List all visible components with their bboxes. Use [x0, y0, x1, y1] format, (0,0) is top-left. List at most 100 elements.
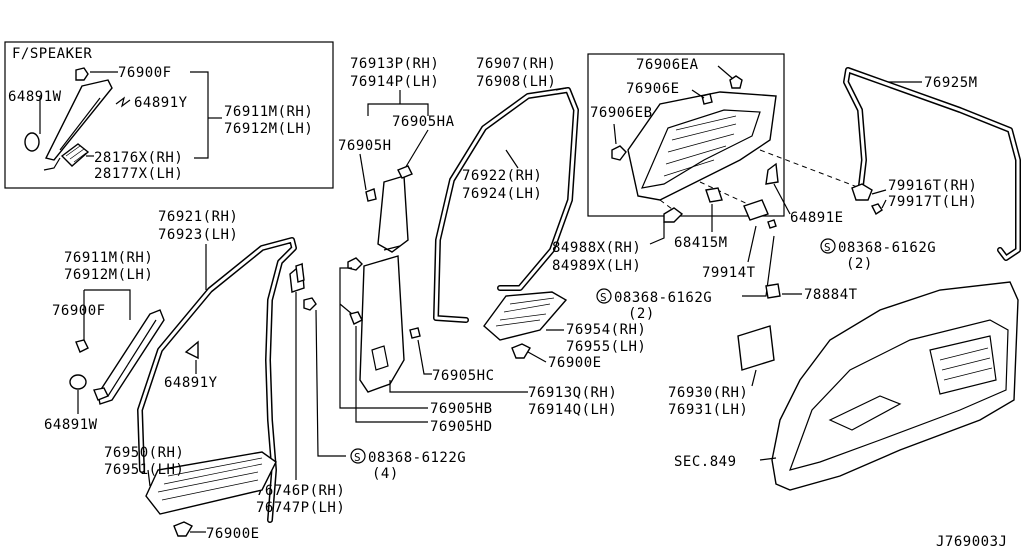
- screw-08368-6122G: [303, 297, 317, 311]
- label-76905HD: 76905HD: [430, 419, 493, 435]
- clip-76900E-front: [173, 521, 193, 537]
- label-79916T: 79916T(RH): [888, 178, 977, 194]
- label-76905HC: 76905HC: [432, 368, 495, 384]
- kick-plate-bracket-group: S 08368-6122G (4) 76746P(RH) 76747P(LH): [256, 262, 466, 516]
- label-76923: 76923(LH): [158, 227, 238, 243]
- label-08368-6162G-a: 08368-6162G: [838, 240, 936, 256]
- label-76922: 76922(RH): [462, 168, 542, 184]
- label-76747P: 76747P(LH): [256, 500, 345, 516]
- label-76954: 76954(RH): [566, 322, 646, 338]
- label-64891Y-inset: 64891Y: [134, 95, 188, 111]
- label-76905HA: 76905HA: [392, 114, 455, 130]
- clip-76905HB: [347, 257, 363, 271]
- label-08368-6122G: 08368-6122G: [368, 450, 466, 466]
- front-sill-group: 76950(RH) 76951(LH) 76900E: [104, 445, 277, 542]
- clip-76900F-front: [75, 339, 89, 353]
- inset-cap-64891W: [24, 132, 40, 152]
- cap-64891W-front: [69, 374, 87, 390]
- clip-76905HA: [397, 165, 413, 179]
- label-76906EA: 76906EA: [636, 57, 699, 73]
- label-76907: 76907(RH): [476, 56, 556, 72]
- pad-78884T: [765, 283, 781, 299]
- label-76912M-inset: 76912M(LH): [224, 121, 313, 137]
- label-76905HB: 76905HB: [430, 401, 493, 417]
- label-76912M-front: 76912M(LH): [64, 267, 153, 283]
- label-76911M-front: 76911M(RH): [64, 250, 153, 266]
- back-door-trim-group: 76906EA 76906E 76906EB: [587, 53, 861, 217]
- label-76924: 76924(LH): [462, 186, 542, 202]
- qty-08368-6162G-b: (2): [628, 306, 655, 322]
- speaker-inset: F/SPEAKER 76900F 64891W 64891Y 76911M(RH…: [4, 41, 334, 189]
- board-76930: [737, 325, 775, 371]
- luggage-trim-group: 76930(RH) 76931(LH) SEC.849: [668, 281, 1019, 491]
- label-76950: 76950(RH): [104, 445, 184, 461]
- label-76930: 76930(RH): [668, 385, 748, 401]
- label-28176X: 28176X(RH): [94, 150, 183, 166]
- part-68415M: [705, 187, 723, 203]
- pad-84988X: [663, 207, 684, 223]
- back-door-frame: [587, 53, 785, 217]
- label-76921: 76921(RH): [158, 209, 238, 225]
- back-door-trim-panel: [627, 91, 777, 201]
- label-76913P: 76913P(RH): [350, 56, 439, 72]
- cap-64891E: [765, 162, 779, 185]
- label-76908: 76908(LH): [476, 74, 556, 90]
- label-76913Q: 76913Q(RH): [528, 385, 617, 401]
- label-28177X: 28177X(LH): [94, 166, 183, 182]
- clip-76900E-rear: [511, 343, 531, 359]
- clip-76905HC: [409, 327, 421, 339]
- upper-pillar-trim-76913P: [377, 175, 409, 253]
- bracket-79914T: [743, 199, 769, 221]
- screw-symbol-08368-6122G: [350, 448, 366, 464]
- label-sec849: SEC.849: [674, 454, 737, 470]
- clip-76906E: [701, 93, 713, 105]
- label-64891W-front: 64891W: [44, 417, 98, 433]
- door-weatherstrip-76907: [433, 87, 579, 323]
- rear-weatherstrip-group: 76925M: [843, 67, 1021, 261]
- clip-79916T: [851, 183, 873, 201]
- inset-pillar-trim: [44, 79, 113, 161]
- label-76906EB: 76906EB: [590, 105, 653, 121]
- qty-08368-6122G: (4): [372, 466, 399, 482]
- label-64891Y-front: 64891Y: [164, 375, 218, 391]
- label-68415M: 68415M: [674, 235, 728, 251]
- rear-window-weatherstrip-76925M: [843, 67, 1021, 261]
- clip-76905H: [365, 188, 377, 202]
- label-84988X: 84988X(RH): [552, 240, 641, 256]
- svg-text:S: S: [600, 291, 607, 304]
- rear-sill-plate-76954: [483, 291, 568, 341]
- clip-76905HD: [349, 311, 363, 325]
- label-79917T: 79917T(LH): [888, 194, 977, 210]
- luggage-side-trim: [771, 281, 1019, 491]
- center-pillar-group: 76913P(RH) 76914P(LH) 76905HA 76905H 769…: [338, 56, 617, 435]
- label-76746P: 76746P(RH): [256, 483, 345, 499]
- clip-76906EA: [729, 75, 743, 89]
- inset-frame: [4, 41, 334, 189]
- label-76925M: 76925M: [924, 75, 978, 91]
- drawing-id: J769003J: [936, 534, 1007, 550]
- lower-pillar-trim-76913Q: [359, 255, 405, 393]
- label-76911M-inset: 76911M(RH): [224, 104, 313, 120]
- label-76900F-inset: 76900F: [118, 65, 172, 81]
- label-76905H: 76905H: [338, 138, 392, 154]
- label-76931: 76931(LH): [668, 402, 748, 418]
- part-64891Y-front: [184, 340, 199, 360]
- label-76914P: 76914P(LH): [350, 74, 439, 90]
- label-76955: 76955(LH): [566, 339, 646, 355]
- svg-text:S: S: [824, 241, 831, 254]
- clip-76906EB: [611, 145, 627, 161]
- rear-sill-group: 76954(RH) 76955(LH) 76900E: [483, 291, 646, 371]
- weatherstrip-group: 76907(RH) 76908(LH) 76922(RH) 76924(LH): [433, 56, 579, 323]
- label-76900F-front: 76900F: [52, 303, 106, 319]
- label-76900E-rear: 76900E: [548, 355, 602, 371]
- front-pillar-group: 76921(RH) 76923(LH) 76911M(RH) 76912M(LH…: [44, 209, 297, 523]
- label-64891W-inset: 64891W: [8, 89, 62, 105]
- label-08368-6162G-b: 08368-6162G: [614, 290, 712, 306]
- screw-symbol-08368-6162G-b: [596, 288, 612, 304]
- label-76951: 76951(LH): [104, 462, 184, 478]
- screw-symbol-08368-6162G-a: [820, 238, 836, 254]
- qty-08368-6162G-a: (2): [846, 256, 873, 272]
- inset-clip-76900F: [75, 67, 89, 81]
- label-84989X: 84989X(LH): [552, 258, 641, 274]
